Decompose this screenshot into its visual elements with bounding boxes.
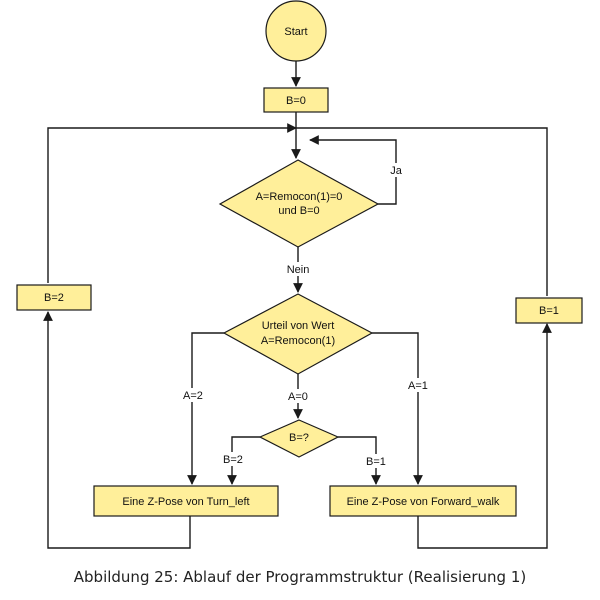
decision1-line2: und B=0 [278, 205, 319, 217]
decision2-line2: A=Remocon(1) [261, 335, 335, 347]
flowchart: Start B=0 A=Remocon(1)=0 und B=0 Urteil … [16, 0, 583, 549]
figure-caption: Abbildung 25: Ablauf der Programmstruktu… [73, 568, 527, 586]
assign-b2-box [16, 284, 92, 311]
a1-label-bg [404, 378, 434, 392]
edge-right-loop-top [296, 127, 548, 296]
assign-b1-box [515, 297, 583, 324]
ja-label-bg [386, 163, 406, 177]
decision1-line1: A=Remocon(1)=0 [256, 191, 343, 203]
edge-label-ja: Ja [390, 165, 403, 177]
edge-b-eq-1 [338, 436, 381, 485]
b2-label-bg [218, 452, 248, 466]
edge-forward-to-b1 [417, 323, 552, 549]
edge-label-b-eq-1: B=1 [366, 456, 386, 468]
action-forward-walk [329, 485, 517, 517]
edge-label-a-eq-1: A=1 [408, 380, 428, 392]
a2-label-bg [178, 388, 208, 402]
edge-label-nein: Nein [287, 264, 310, 276]
assign-b1-label: B=1 [539, 305, 559, 317]
action-forward-walk-label: Eine Z-Pose von Forward_walk [347, 496, 500, 508]
connectors [43, 61, 552, 549]
decision-urteil-wert [222, 293, 374, 375]
init-box [263, 87, 329, 113]
edge-label-b-eq-2: B=2 [223, 454, 243, 466]
decision2-line1: Urteil von Wert [262, 320, 335, 332]
nein-label-bg [281, 262, 315, 276]
start-label: Start [284, 26, 307, 38]
edge-turn-left-to-b2 [43, 311, 191, 549]
edge-left-loop-top [47, 123, 297, 283]
decision3-label: B=? [289, 432, 309, 444]
action-turn-left-label: Eine Z-Pose von Turn_left [122, 496, 249, 508]
decision-remocon-zero [218, 159, 380, 248]
edge-label-a-eq-0: A=0 [288, 391, 308, 403]
edge-label-a-eq-2: A=2 [183, 390, 203, 402]
a0-label-bg [285, 389, 315, 403]
edge-a-eq-1 [372, 332, 423, 485]
edge-a-eq-2 [187, 332, 224, 485]
b1-label-bg [362, 454, 392, 468]
edge-b-eq-2 [227, 436, 260, 485]
assign-b2-label: B=2 [44, 292, 64, 304]
decision-b-value [258, 419, 340, 458]
init-label: B=0 [286, 95, 306, 107]
action-turn-left [93, 485, 279, 517]
start-node [265, 0, 327, 62]
